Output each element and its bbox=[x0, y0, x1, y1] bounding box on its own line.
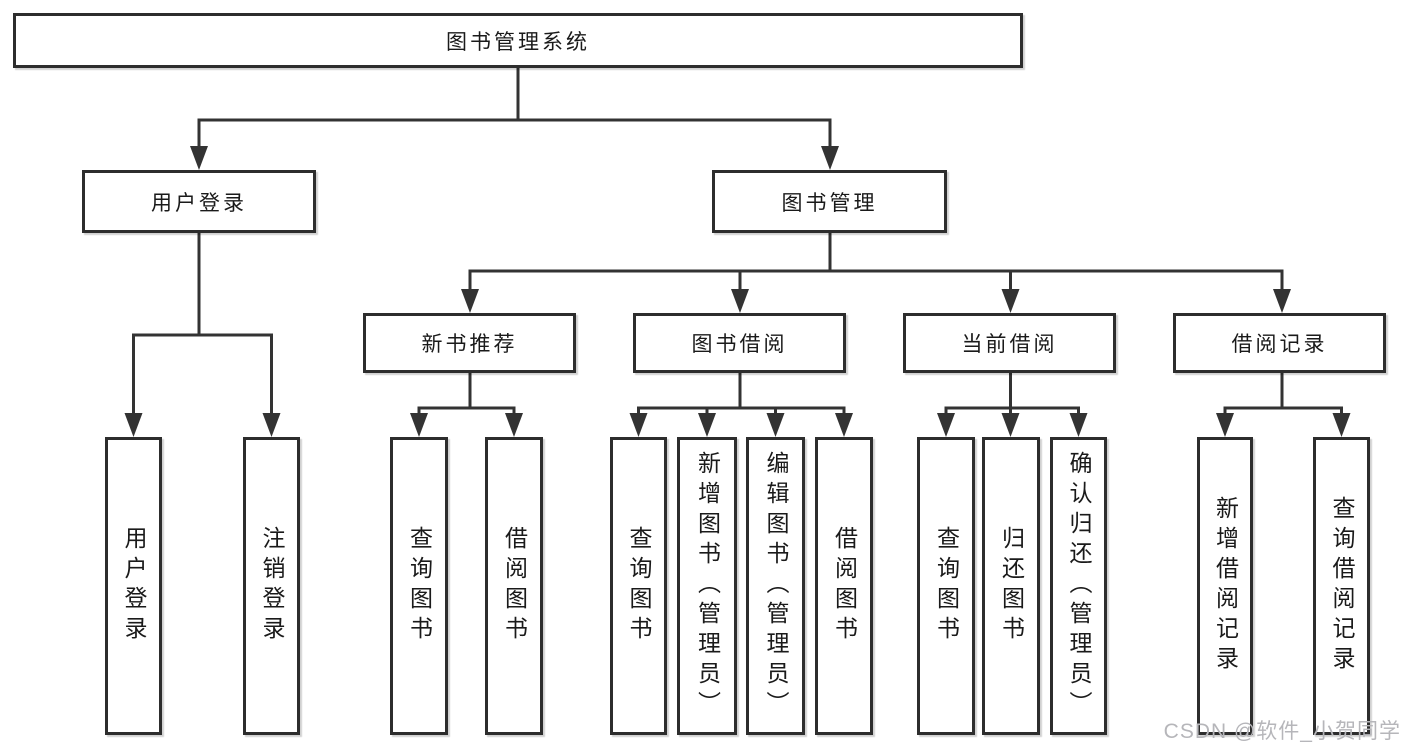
node-label: 查询图书 bbox=[933, 526, 960, 646]
arrow-down-icon bbox=[1216, 413, 1234, 437]
node-label: 查询图书 bbox=[626, 526, 652, 646]
node-label: 图书借阅 bbox=[691, 333, 788, 356]
node-label: 借阅记录 bbox=[1231, 333, 1328, 356]
arrow-down-icon bbox=[1001, 413, 1020, 437]
arrow-down-icon bbox=[698, 413, 716, 437]
wire-new-book-recommend-to-leaves bbox=[417, 373, 516, 416]
node-label: 查询借阅记录 bbox=[1329, 496, 1355, 676]
node-return-book: 归还图书 bbox=[982, 437, 1040, 735]
wire-user-login-to-leaves bbox=[132, 233, 273, 416]
node-edit-book-admin: 编辑图书（管理员） bbox=[746, 437, 805, 735]
node-query-books-recommend: 查询图书 bbox=[390, 437, 448, 735]
node-label: 当前借阅 bbox=[961, 333, 1058, 356]
node-label: 用户登录 bbox=[151, 191, 247, 215]
arrow-down-icon bbox=[1001, 289, 1020, 313]
node-library-system: 图书管理系统 bbox=[13, 13, 1023, 68]
arrow-down-icon bbox=[821, 146, 839, 170]
node-confirm-return-admin: 确认归还（管理员） bbox=[1050, 437, 1107, 735]
arrow-down-icon bbox=[505, 413, 523, 437]
node-label: 确认归还（管理员） bbox=[1066, 451, 1092, 721]
arrow-down-icon bbox=[1273, 289, 1291, 313]
node-add-book-admin: 新增图书（管理员） bbox=[677, 437, 737, 735]
arrow-down-icon bbox=[766, 413, 785, 437]
node-query-books-current: 查询图书 bbox=[917, 437, 975, 735]
node-book-borrow: 图书借阅 bbox=[633, 313, 846, 373]
node-label: 借阅图书 bbox=[501, 526, 528, 646]
node-query-books-borrow: 查询图书 bbox=[610, 437, 667, 735]
node-user-login-leaf: 用户登录 bbox=[105, 437, 162, 735]
arrow-down-icon bbox=[262, 413, 281, 437]
node-label: 新书推荐 bbox=[421, 333, 518, 356]
node-label: 新增图书（管理员） bbox=[694, 451, 721, 721]
arrow-down-icon bbox=[629, 413, 648, 437]
arrow-down-icon bbox=[1332, 413, 1351, 437]
node-label: 编辑图书（管理员） bbox=[763, 451, 789, 721]
node-borrow-books-recommend: 借阅图书 bbox=[485, 437, 543, 735]
node-borrow-books-leaf: 借阅图书 bbox=[815, 437, 873, 735]
arrow-down-icon bbox=[1069, 413, 1088, 437]
arrow-down-icon bbox=[937, 413, 955, 437]
node-label: 归还图书 bbox=[998, 526, 1025, 646]
arrow-down-icon bbox=[461, 289, 479, 313]
node-label: 图书管理系统 bbox=[446, 30, 590, 54]
node-label: 借阅图书 bbox=[831, 526, 858, 646]
wire-root-to-level2 bbox=[197, 68, 832, 150]
node-label: 图书管理 bbox=[781, 191, 878, 215]
node-new-book-recommend: 新书推荐 bbox=[363, 313, 576, 373]
wire-book-management-to-level3 bbox=[468, 233, 1284, 294]
node-add-borrow-record: 新增借阅记录 bbox=[1197, 437, 1253, 735]
node-label: 注销登录 bbox=[259, 526, 285, 646]
csdn-watermark: CSDN @软件_小贺同学 bbox=[1163, 720, 1401, 743]
node-logout: 注销登录 bbox=[243, 437, 300, 735]
node-label: 用户登录 bbox=[121, 526, 147, 646]
node-user-login: 用户登录 bbox=[82, 170, 316, 233]
node-label: 查询图书 bbox=[406, 526, 433, 646]
arrow-down-icon bbox=[124, 413, 143, 437]
arrow-down-icon bbox=[731, 289, 749, 313]
arrow-down-icon bbox=[190, 146, 208, 170]
arrow-down-icon bbox=[410, 413, 428, 437]
node-book-management: 图书管理 bbox=[712, 170, 947, 233]
node-query-borrow-record: 查询借阅记录 bbox=[1313, 437, 1370, 735]
wire-current-borrow-to-leaves bbox=[944, 373, 1080, 416]
node-current-borrow: 当前借阅 bbox=[903, 313, 1116, 373]
arrow-down-icon bbox=[835, 413, 853, 437]
node-label: 新增借阅记录 bbox=[1212, 496, 1239, 676]
wire-borrow-records-to-leaves bbox=[1223, 373, 1343, 416]
node-borrow-records: 借阅记录 bbox=[1173, 313, 1386, 373]
wire-book-borrow-to-leaves bbox=[637, 373, 846, 416]
